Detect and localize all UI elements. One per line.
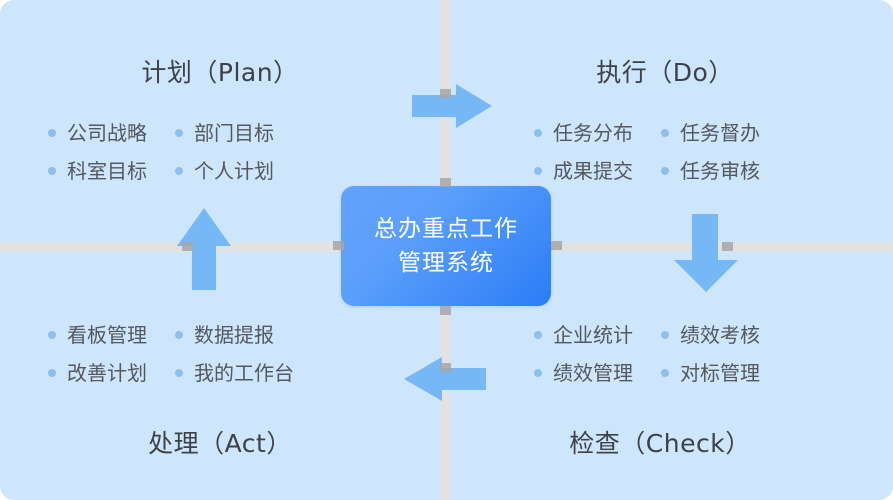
- quadrant-title-do: 执行（Do）: [596, 58, 734, 87]
- bullet-dot-icon: [534, 129, 542, 137]
- list-item[interactable]: 部门目标: [175, 118, 274, 148]
- arrow-up-icon[interactable]: [177, 208, 231, 290]
- list-item-label: 任务分布: [553, 121, 633, 145]
- bullet-dot-icon: [48, 369, 56, 377]
- list-item-label: 对标管理: [680, 361, 760, 385]
- list-item-label: 数据提报: [194, 323, 274, 347]
- list-item-label: 绩效考核: [680, 323, 760, 347]
- quadrant-title-plan: 计划（Plan）: [141, 58, 299, 87]
- arrow-right-icon[interactable]: [412, 84, 492, 128]
- resize-handle-arrow-up[interactable]: [182, 242, 193, 251]
- list-item[interactable]: 绩效考核: [661, 320, 760, 350]
- list-item[interactable]: 任务审核: [661, 156, 760, 186]
- list-item[interactable]: 绩效管理: [534, 358, 633, 388]
- resize-handle-arrow-down[interactable]: [722, 242, 733, 251]
- list-item[interactable]: 任务分布: [534, 118, 633, 148]
- bullet-dot-icon: [661, 167, 669, 175]
- quadrant-items-check: 企业统计 绩效考核 绩效管理 对标管理: [534, 320, 760, 388]
- bullet-dot-icon: [175, 331, 183, 339]
- quadrant-items-plan: 公司战略 部门目标 科室目标 个人计划: [48, 118, 274, 186]
- quadrant-title-check: 检查（Check）: [569, 429, 751, 458]
- quadrant-title-act: 处理（Act）: [148, 429, 292, 458]
- quadrant-items-act: 看板管理 数据提报 改善计划 我的工作台: [48, 320, 294, 388]
- arrow-down-icon[interactable]: [674, 214, 738, 292]
- list-item[interactable]: 个人计划: [175, 156, 274, 186]
- list-item[interactable]: 我的工作台: [175, 358, 294, 388]
- list-item[interactable]: 任务督办: [661, 118, 760, 148]
- list-item[interactable]: 看板管理: [48, 320, 147, 350]
- bullet-dot-icon: [534, 369, 542, 377]
- bullet-dot-icon: [534, 331, 542, 339]
- bullet-dot-icon: [534, 167, 542, 175]
- center-box-line-1: 总办重点工作: [374, 216, 518, 242]
- list-item-label: 成果提交: [553, 159, 633, 183]
- resize-handle-right[interactable]: [551, 241, 562, 250]
- resize-handle-arrow-right[interactable]: [440, 89, 451, 98]
- bullet-dot-icon: [175, 167, 183, 175]
- bullet-dot-icon: [661, 129, 669, 137]
- arrow-head: [177, 208, 231, 246]
- center-box-line-2: 管理系统: [398, 250, 494, 276]
- bullet-dot-icon: [48, 167, 56, 175]
- bullet-dot-icon: [48, 331, 56, 339]
- arrow-shaft: [440, 368, 486, 390]
- list-item-label: 绩效管理: [553, 361, 633, 385]
- bullet-dot-icon: [661, 369, 669, 377]
- arrow-head: [456, 84, 492, 128]
- bullet-dot-icon: [175, 369, 183, 377]
- list-item-label: 改善计划: [67, 361, 147, 385]
- bullet-dot-icon: [48, 129, 56, 137]
- resize-handle-top[interactable]: [440, 178, 451, 187]
- arrow-head: [404, 357, 442, 401]
- list-item-label: 个人计划: [194, 159, 274, 183]
- resize-handle-bottom[interactable]: [440, 306, 451, 315]
- list-item[interactable]: 科室目标: [48, 156, 147, 186]
- bullet-dot-icon: [661, 331, 669, 339]
- resize-handle-arrow-left[interactable]: [440, 363, 451, 372]
- list-item[interactable]: 企业统计: [534, 320, 633, 350]
- list-item-label: 任务督办: [680, 121, 760, 145]
- list-item-label: 部门目标: [194, 121, 274, 145]
- list-item-label: 任务审核: [680, 159, 760, 183]
- list-item-label: 企业统计: [553, 323, 633, 347]
- list-item[interactable]: 成果提交: [534, 156, 633, 186]
- center-system-box[interactable]: 总办重点工作 管理系统: [341, 186, 551, 306]
- resize-handle-left[interactable]: [333, 241, 344, 250]
- list-item[interactable]: 公司战略: [48, 118, 147, 148]
- list-item[interactable]: 对标管理: [661, 358, 760, 388]
- quadrant-items-do: 任务分布 任务督办 成果提交 任务审核: [534, 118, 760, 186]
- arrow-head: [674, 260, 738, 292]
- arrow-shaft: [692, 214, 718, 262]
- list-item-label: 公司战略: [67, 121, 147, 145]
- list-item[interactable]: 改善计划: [48, 358, 147, 388]
- list-item-label: 看板管理: [67, 323, 147, 347]
- arrow-shaft: [412, 95, 458, 117]
- list-item[interactable]: 数据提报: [175, 320, 294, 350]
- arrow-left-icon[interactable]: [404, 357, 486, 401]
- bullet-dot-icon: [175, 129, 183, 137]
- list-item-label: 我的工作台: [194, 361, 294, 385]
- list-item-label: 科室目标: [67, 159, 147, 183]
- arrow-shaft: [192, 244, 216, 290]
